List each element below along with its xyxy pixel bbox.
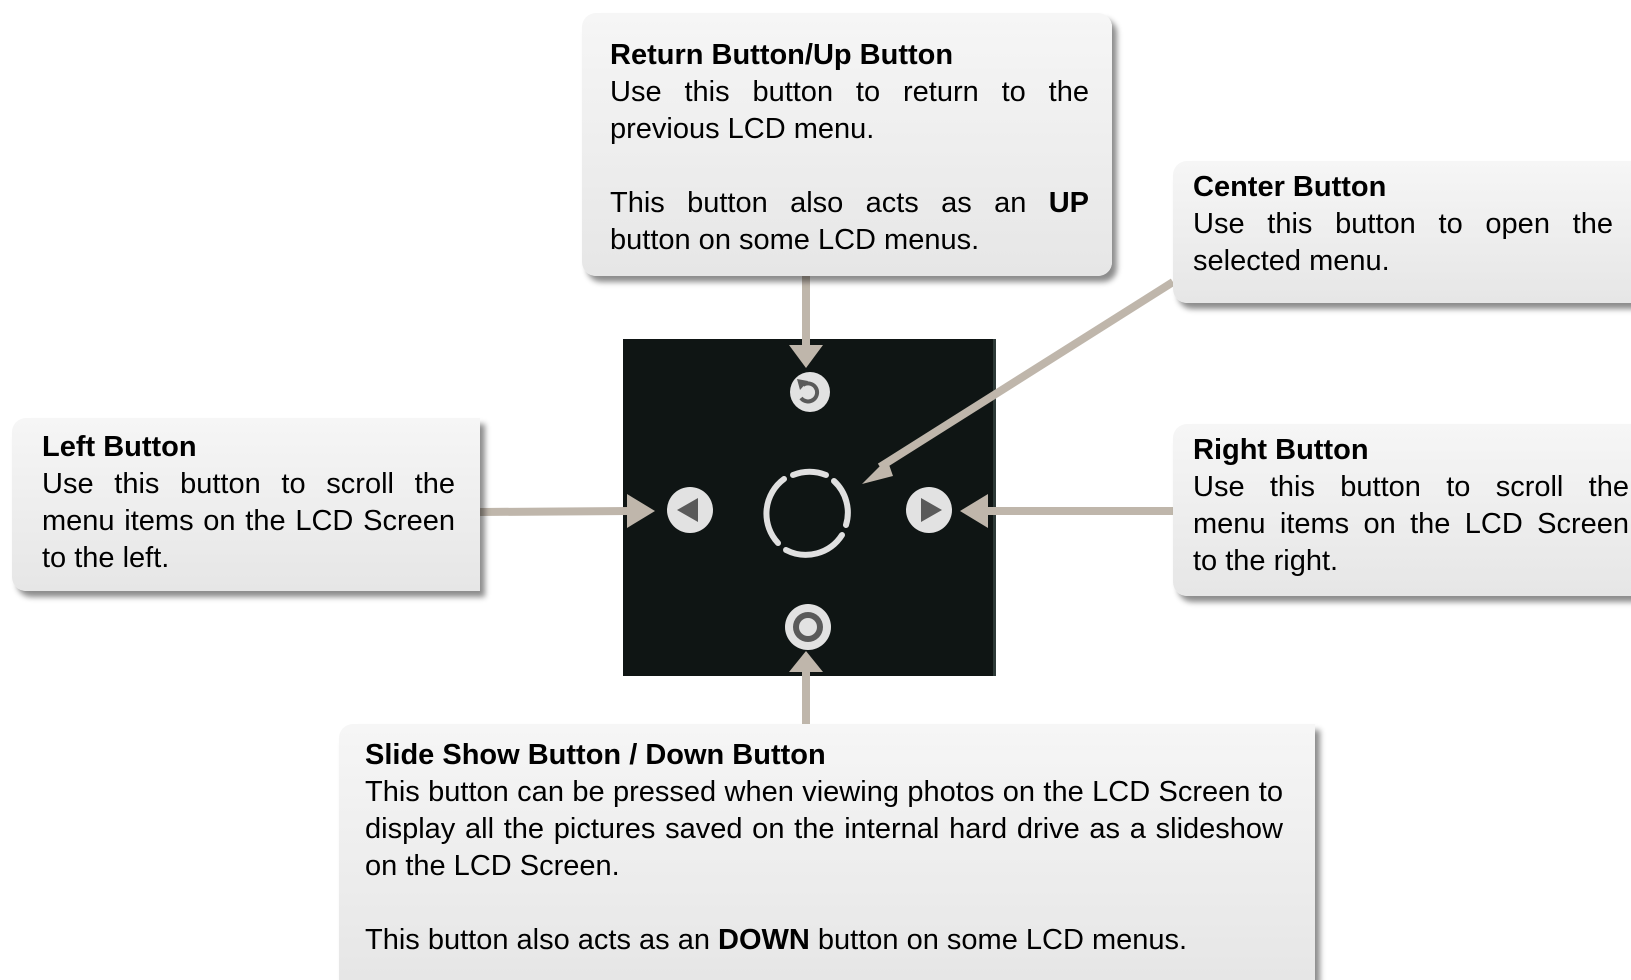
return-note-start: This button also acts as an	[610, 187, 1049, 219]
center-button[interactable]	[763, 468, 851, 558]
slideshow-button[interactable]	[785, 604, 831, 650]
arrowhead-right	[960, 494, 988, 528]
center-callout-title: Center Button	[1193, 171, 1387, 203]
right-text-line-2: menu items on the LCD Screen	[1193, 508, 1629, 540]
center-callout-text: Use this button to open the selected men…	[1193, 208, 1613, 277]
center-button-callout: Center Button Use this button to open th…	[1173, 161, 1631, 303]
return-callout-note: This button also acts as an UP button on…	[610, 185, 1089, 259]
arrowhead-down	[789, 651, 823, 672]
connector-left	[479, 507, 631, 516]
right-callout-text: Use this button to scroll the menu items…	[1193, 469, 1629, 580]
left-callout-title: Left Button	[42, 431, 197, 463]
left-button[interactable]	[667, 487, 713, 533]
connector-arrowheads	[627, 345, 988, 672]
arrowhead-center	[862, 459, 893, 484]
left-callout-text: Use this button to scroll the menu items…	[42, 468, 455, 574]
arrowhead-left	[627, 494, 655, 528]
return-note-emphasis: UP	[1048, 187, 1089, 219]
slideshow-circle-icon	[799, 618, 817, 636]
return-callout-text: Use this button to return to the previou…	[610, 76, 1089, 145]
slideshow-note-emphasis: DOWN	[718, 924, 810, 956]
return-arrow-icon	[799, 381, 820, 404]
arrowhead-return	[789, 345, 823, 368]
paragraph-gap	[610, 148, 1089, 185]
return-button-callout: Return Button/Up Button Use this button …	[582, 13, 1112, 276]
right-callout-title: Right Button	[1193, 434, 1369, 466]
return-note-end: button on some LCD menus.	[610, 224, 980, 256]
slideshow-callout-title: Slide Show Button / Down Button	[365, 739, 826, 771]
paragraph-gap	[365, 885, 1283, 922]
slideshow-callout-note: This button also acts as an DOWN button …	[365, 922, 1283, 959]
connector-lines	[479, 276, 1176, 724]
right-text-line-1: Use this button to scroll the	[1193, 471, 1629, 503]
return-button[interactable]	[790, 372, 830, 412]
connector-center	[877, 278, 1176, 471]
right-button[interactable]	[906, 487, 952, 533]
slideshow-note-end: button on some LCD menus.	[809, 924, 1188, 956]
return-callout-title: Return Button/Up Button	[610, 39, 954, 71]
left-button-callout: Left Button Use this button to scroll th…	[12, 418, 480, 591]
slideshow-note-start: This button also acts as an	[365, 924, 719, 956]
left-triangle-icon	[677, 498, 698, 522]
right-button-callout: Right Button Use this button to scroll t…	[1173, 424, 1631, 596]
right-triangle-icon	[921, 498, 942, 522]
right-text-line-3: to the right.	[1193, 545, 1339, 577]
slideshow-button-callout: Slide Show Button / Down Button This but…	[339, 724, 1315, 980]
segmented-ring-icon	[790, 468, 829, 478]
slideshow-callout-text: This button can be pressed when viewing …	[365, 776, 1283, 882]
